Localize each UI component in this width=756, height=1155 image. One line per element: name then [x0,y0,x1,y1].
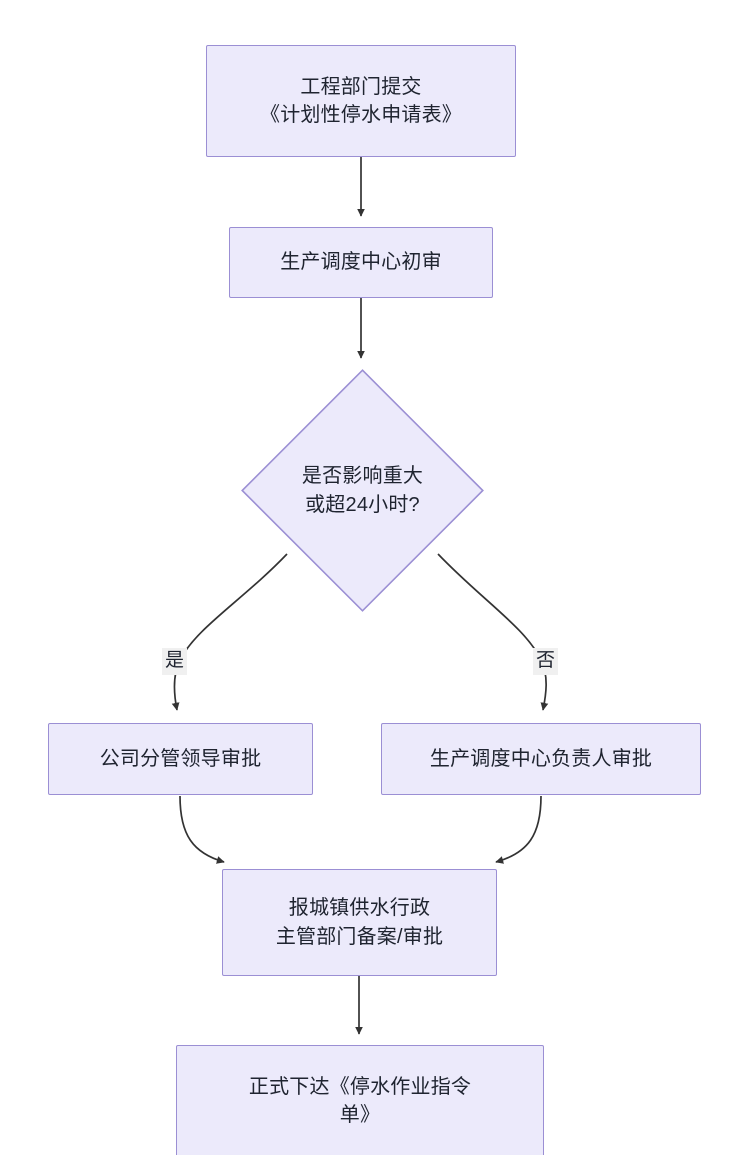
node-label: 是否影响重大 或超24小时? [301,465,424,516]
edge-n5-n6 [495,795,542,864]
node-decision-major-impact[interactable]: 是否影响重大 或超24小时? [241,369,484,612]
node-label: 生产调度中心负责人审批 [429,747,653,770]
node-issue-work-order[interactable]: 正式下达《停水作业指令 单》 [176,1045,544,1155]
node-submit-application[interactable]: 工程部门提交 《计划性停水申请表》 [206,45,516,157]
edge-label-no: 否 [533,648,559,675]
node-company-leader-approval[interactable]: 公司分管领导审批 [48,723,313,795]
node-label: 报城镇供水行政 主管部门备案/审批 [275,897,444,948]
node-municipal-water-authority[interactable]: 报城镇供水行政 主管部门备案/审批 [222,869,497,976]
node-label: 正式下达《停水作业指令 单》 [248,1075,472,1126]
edge-n4-n6 [179,795,225,864]
node-label: 工程部门提交 《计划性停水申请表》 [260,75,462,126]
edge-label-yes: 是 [162,648,188,675]
node-label: 公司分管领导审批 [99,747,262,770]
node-dispatch-center-review[interactable]: 生产调度中心初审 [229,227,493,298]
node-dispatch-head-approval[interactable]: 生产调度中心负责人审批 [381,723,701,795]
diamond-shape [241,369,484,612]
node-label: 生产调度中心初审 [280,251,442,274]
